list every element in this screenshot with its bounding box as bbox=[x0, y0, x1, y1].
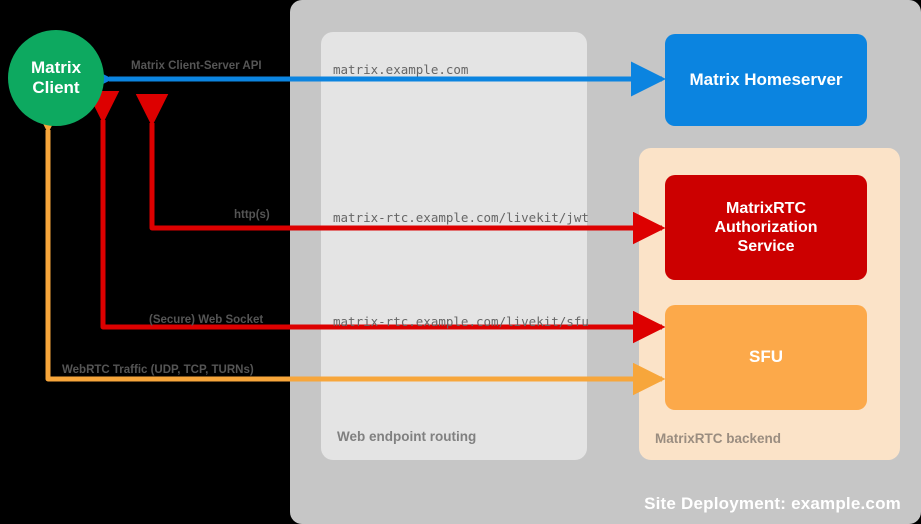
connection-label-web-socket: (Secure) Web Socket bbox=[149, 314, 264, 326]
node-matrix-client[interactable]: Matrix Client bbox=[8, 30, 104, 126]
web-endpoint-routing-container: Web endpoint routing bbox=[321, 32, 587, 460]
node-sfu[interactable]: SFU bbox=[665, 305, 867, 410]
web-endpoint-routing-label: Web endpoint routing bbox=[337, 429, 477, 444]
node-matrix-homeserver-label: Matrix Homeserver bbox=[689, 69, 843, 89]
site-deployment-label: Site Deployment: example.com bbox=[644, 494, 901, 513]
matrixrtc-backend-label: MatrixRTC backend bbox=[655, 431, 782, 446]
endpoint-host-matrix: matrix.example.com bbox=[333, 62, 469, 77]
node-matrixrtc-authorization-service[interactable]: MatrixRTC Authorization Service bbox=[665, 175, 867, 280]
node-auth-line1: MatrixRTC bbox=[725, 199, 806, 217]
node-auth-line3: Service bbox=[737, 238, 795, 256]
node-matrix-client-line1: Matrix bbox=[30, 58, 82, 78]
connection-label-client-server-api: Matrix Client-Server API bbox=[131, 60, 262, 72]
endpoint-host-livekit-sfu: matrix-rtc.example.com/livekit/sfu bbox=[333, 314, 589, 329]
node-auth-line2: Authorization bbox=[714, 218, 818, 236]
endpoint-host-livekit-jwt: matrix-rtc.example.com/livekit/jwt bbox=[333, 210, 589, 225]
connection-label-https: http(s) bbox=[234, 209, 270, 221]
node-matrix-client-line2: Client bbox=[32, 78, 80, 97]
node-sfu-label: SFU bbox=[749, 347, 783, 367]
connection-label-webrtc-traffic: WebRTC Traffic (UDP, TCP, TURNs) bbox=[62, 364, 254, 376]
node-matrix-homeserver[interactable]: Matrix Homeserver bbox=[665, 34, 867, 126]
